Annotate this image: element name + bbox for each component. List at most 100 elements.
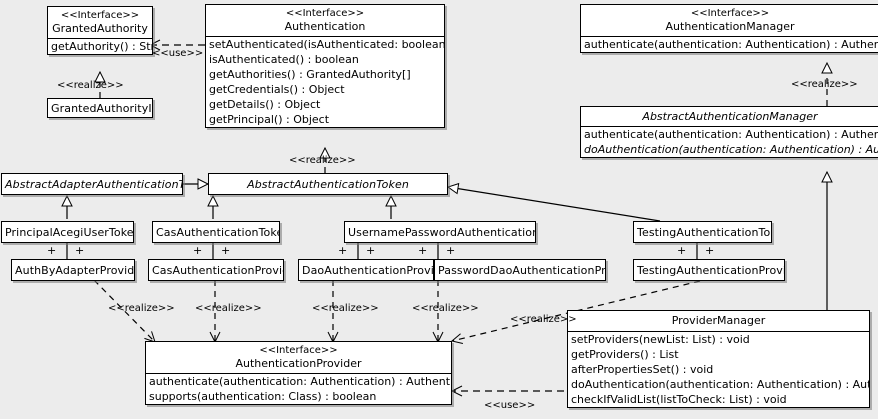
class-name: DaoAuthenticationProvider — [302, 264, 433, 277]
operation-row: getProviders() : List — [571, 348, 679, 361]
class-name: AuthenticationManager — [665, 20, 795, 33]
operation-row: doAuthentication(authentication: Authent… — [571, 378, 869, 391]
class-principal-acegi-user-token[interactable]: PrincipalAcegiUserToken — [1, 221, 134, 243]
multiplicity-marker: + — [418, 244, 428, 257]
divider — [581, 126, 878, 127]
class-testing-authentication-provider[interactable]: TestingAuthenticationProvider — [633, 259, 785, 281]
class-name: AbstractAdapterAuthenticationToken — [5, 178, 182, 191]
class-abstract-authentication-manager[interactable]: AbstractAuthenticationManager authentica… — [580, 106, 878, 158]
operations-compartment: authenticate(authentication: Authenticat… — [581, 127, 878, 157]
class-header: <<Interface>> Authentication — [206, 5, 444, 36]
operation-row: getDetails() : Object — [209, 98, 321, 111]
class-authentication[interactable]: <<Interface>> Authentication setAuthenti… — [205, 4, 445, 128]
label-use-providermanager: <<use>> — [484, 400, 536, 411]
multiplicity-marker: + — [446, 244, 456, 257]
operations-compartment: setAuthenticated(isAuthenticated: boolea… — [206, 37, 444, 127]
operation-row: setAuthenticated(isAuthenticated: boolea… — [209, 38, 444, 51]
operation-row: getPrincipal() : Object — [209, 113, 330, 126]
divider — [568, 331, 869, 332]
operation-row: getCredentials() : Object — [209, 83, 345, 96]
class-header: TestingAuthenticationToken — [634, 222, 771, 241]
class-name: TestingAuthenticationProvider — [637, 264, 784, 277]
operations-compartment: setProviders(newList: List) : void getPr… — [568, 332, 869, 407]
class-name: UsernamePasswordAuthenticationToken — [348, 226, 535, 239]
operations-compartment: authenticate(authentication: Authenticat… — [581, 37, 878, 52]
label-realize-abstractauthenticationtoken: <<realize>> — [289, 155, 356, 166]
operation-row: authenticate(authentication: Authenticat… — [584, 38, 878, 51]
class-name: TestingAuthenticationToken — [637, 226, 771, 239]
class-authentication-manager[interactable]: <<Interface>> AuthenticationManager auth… — [580, 4, 878, 53]
class-testing-authentication-token[interactable]: TestingAuthenticationToken — [633, 221, 772, 243]
label-realize-authbyadapterprovider: <<realize>> — [108, 303, 175, 314]
stereotype-label: <<Interface>> — [690, 8, 770, 19]
multiplicity-marker: + — [193, 244, 203, 257]
class-dao-authentication-provider[interactable]: DaoAuthenticationProvider — [298, 259, 434, 281]
class-name: Authentication — [284, 20, 366, 33]
class-name: AuthByAdapterProvider — [15, 264, 134, 277]
class-header: <<Interface>> AuthenticationManager — [581, 5, 878, 36]
class-header: PrincipalAcegiUserToken — [2, 222, 133, 241]
class-cas-authentication-provider[interactable]: CasAuthenticationProvider — [148, 259, 284, 281]
label-use-grantedauthority: <<use>> — [152, 48, 204, 59]
class-header: PasswordDaoAuthenticationProvider — [435, 260, 605, 279]
operation-row: afterPropertiesSet() : void — [571, 363, 714, 376]
edge-testingauthenticationprovider-realizes-authenticationprovider — [450, 280, 701, 344]
class-auth-by-adapter-provider[interactable]: AuthByAdapterProvider — [11, 259, 135, 281]
divider — [581, 36, 878, 37]
label-realize-daoauthenticationprovider: <<realize>> — [312, 303, 379, 314]
class-name: CasAuthenticationProvider — [152, 264, 283, 277]
class-abstract-authentication-token[interactable]: AbstractAuthenticationToken — [208, 173, 448, 195]
class-name: AbstractAuthenticationManager — [642, 110, 818, 123]
divider — [48, 38, 152, 39]
class-name: AbstractAuthenticationToken — [247, 178, 409, 191]
label-realize-abstractauthenticationmanager: <<realize>> — [791, 79, 858, 90]
class-header: TestingAuthenticationProvider — [634, 260, 784, 279]
class-header: <<Interface>> GrantedAuthority — [48, 7, 152, 38]
operation-row: authenticate(authentication: Authenticat… — [149, 375, 451, 388]
class-password-dao-authentication-provider[interactable]: PasswordDaoAuthenticationProvider — [434, 259, 606, 281]
divider — [206, 36, 444, 37]
class-header: AbstractAuthenticationManager — [581, 107, 878, 126]
edge-testingauthenticationtoken-extends-abstractauthenticationtoken — [446, 182, 661, 222]
label-realize-testingauthenticationprovider: <<realize>> — [510, 314, 577, 325]
class-name: CasAuthenticationToken — [156, 226, 279, 239]
class-header: AuthByAdapterProvider — [12, 260, 134, 279]
class-granted-authority-impl[interactable]: GrantedAuthorityImpl — [47, 98, 153, 118]
divider — [146, 373, 451, 374]
class-authentication-provider[interactable]: <<Interface>> AuthenticationProvider aut… — [145, 341, 452, 405]
class-abstract-adapter-authentication-token[interactable]: AbstractAdapterAuthenticationToken — [1, 173, 183, 195]
class-granted-authority[interactable]: <<Interface>> GrantedAuthority getAuthor… — [47, 6, 153, 55]
class-header: UsernamePasswordAuthenticationToken — [345, 222, 535, 241]
stereotype-label: <<Interface>> — [285, 8, 365, 19]
class-header: DaoAuthenticationProvider — [299, 260, 433, 279]
class-provider-manager[interactable]: ProviderManager setProviders(newList: Li… — [567, 310, 870, 408]
multiplicity-marker: + — [705, 244, 715, 257]
edge-authbyadapterprovider-realizes-authenticationprovider — [93, 279, 156, 343]
multiplicity-marker: + — [677, 244, 687, 257]
label-realize-passworddaoprovider: <<realize>> — [412, 303, 479, 314]
multiplicity-marker: + — [338, 244, 348, 257]
multiplicity-marker: + — [221, 244, 231, 257]
class-name: GrantedAuthority — [52, 22, 148, 35]
class-name: PrincipalAcegiUserToken — [5, 226, 133, 239]
class-header: AbstractAuthenticationToken — [209, 174, 447, 193]
label-realize-grantedauthorityimpl: <<realize>> — [57, 80, 124, 91]
class-name: AuthenticationProvider — [235, 357, 362, 370]
class-header: CasAuthenticationProvider — [149, 260, 283, 279]
operation-row: authenticate(authentication: Authenticat… — [584, 128, 878, 141]
operation-row: doAuthentication(authentication: Authent… — [584, 143, 878, 156]
class-name: ProviderManager — [671, 314, 766, 327]
class-header: <<Interface>> AuthenticationProvider — [146, 342, 451, 373]
label-realize-casauthenticationprovider: <<realize>> — [195, 303, 262, 314]
multiplicity-marker: + — [75, 244, 85, 257]
class-username-password-authentication-token[interactable]: UsernamePasswordAuthenticationToken — [344, 221, 536, 243]
operations-compartment: getAuthority() : String — [48, 39, 152, 54]
operation-row: getAuthorities() : GrantedAuthority[] — [209, 68, 411, 81]
class-cas-authentication-token[interactable]: CasAuthenticationToken — [152, 221, 280, 243]
class-header: ProviderManager — [568, 311, 869, 331]
operations-compartment: authenticate(authentication: Authenticat… — [146, 374, 451, 404]
multiplicity-marker: + — [366, 244, 376, 257]
multiplicity-marker: + — [47, 244, 57, 257]
